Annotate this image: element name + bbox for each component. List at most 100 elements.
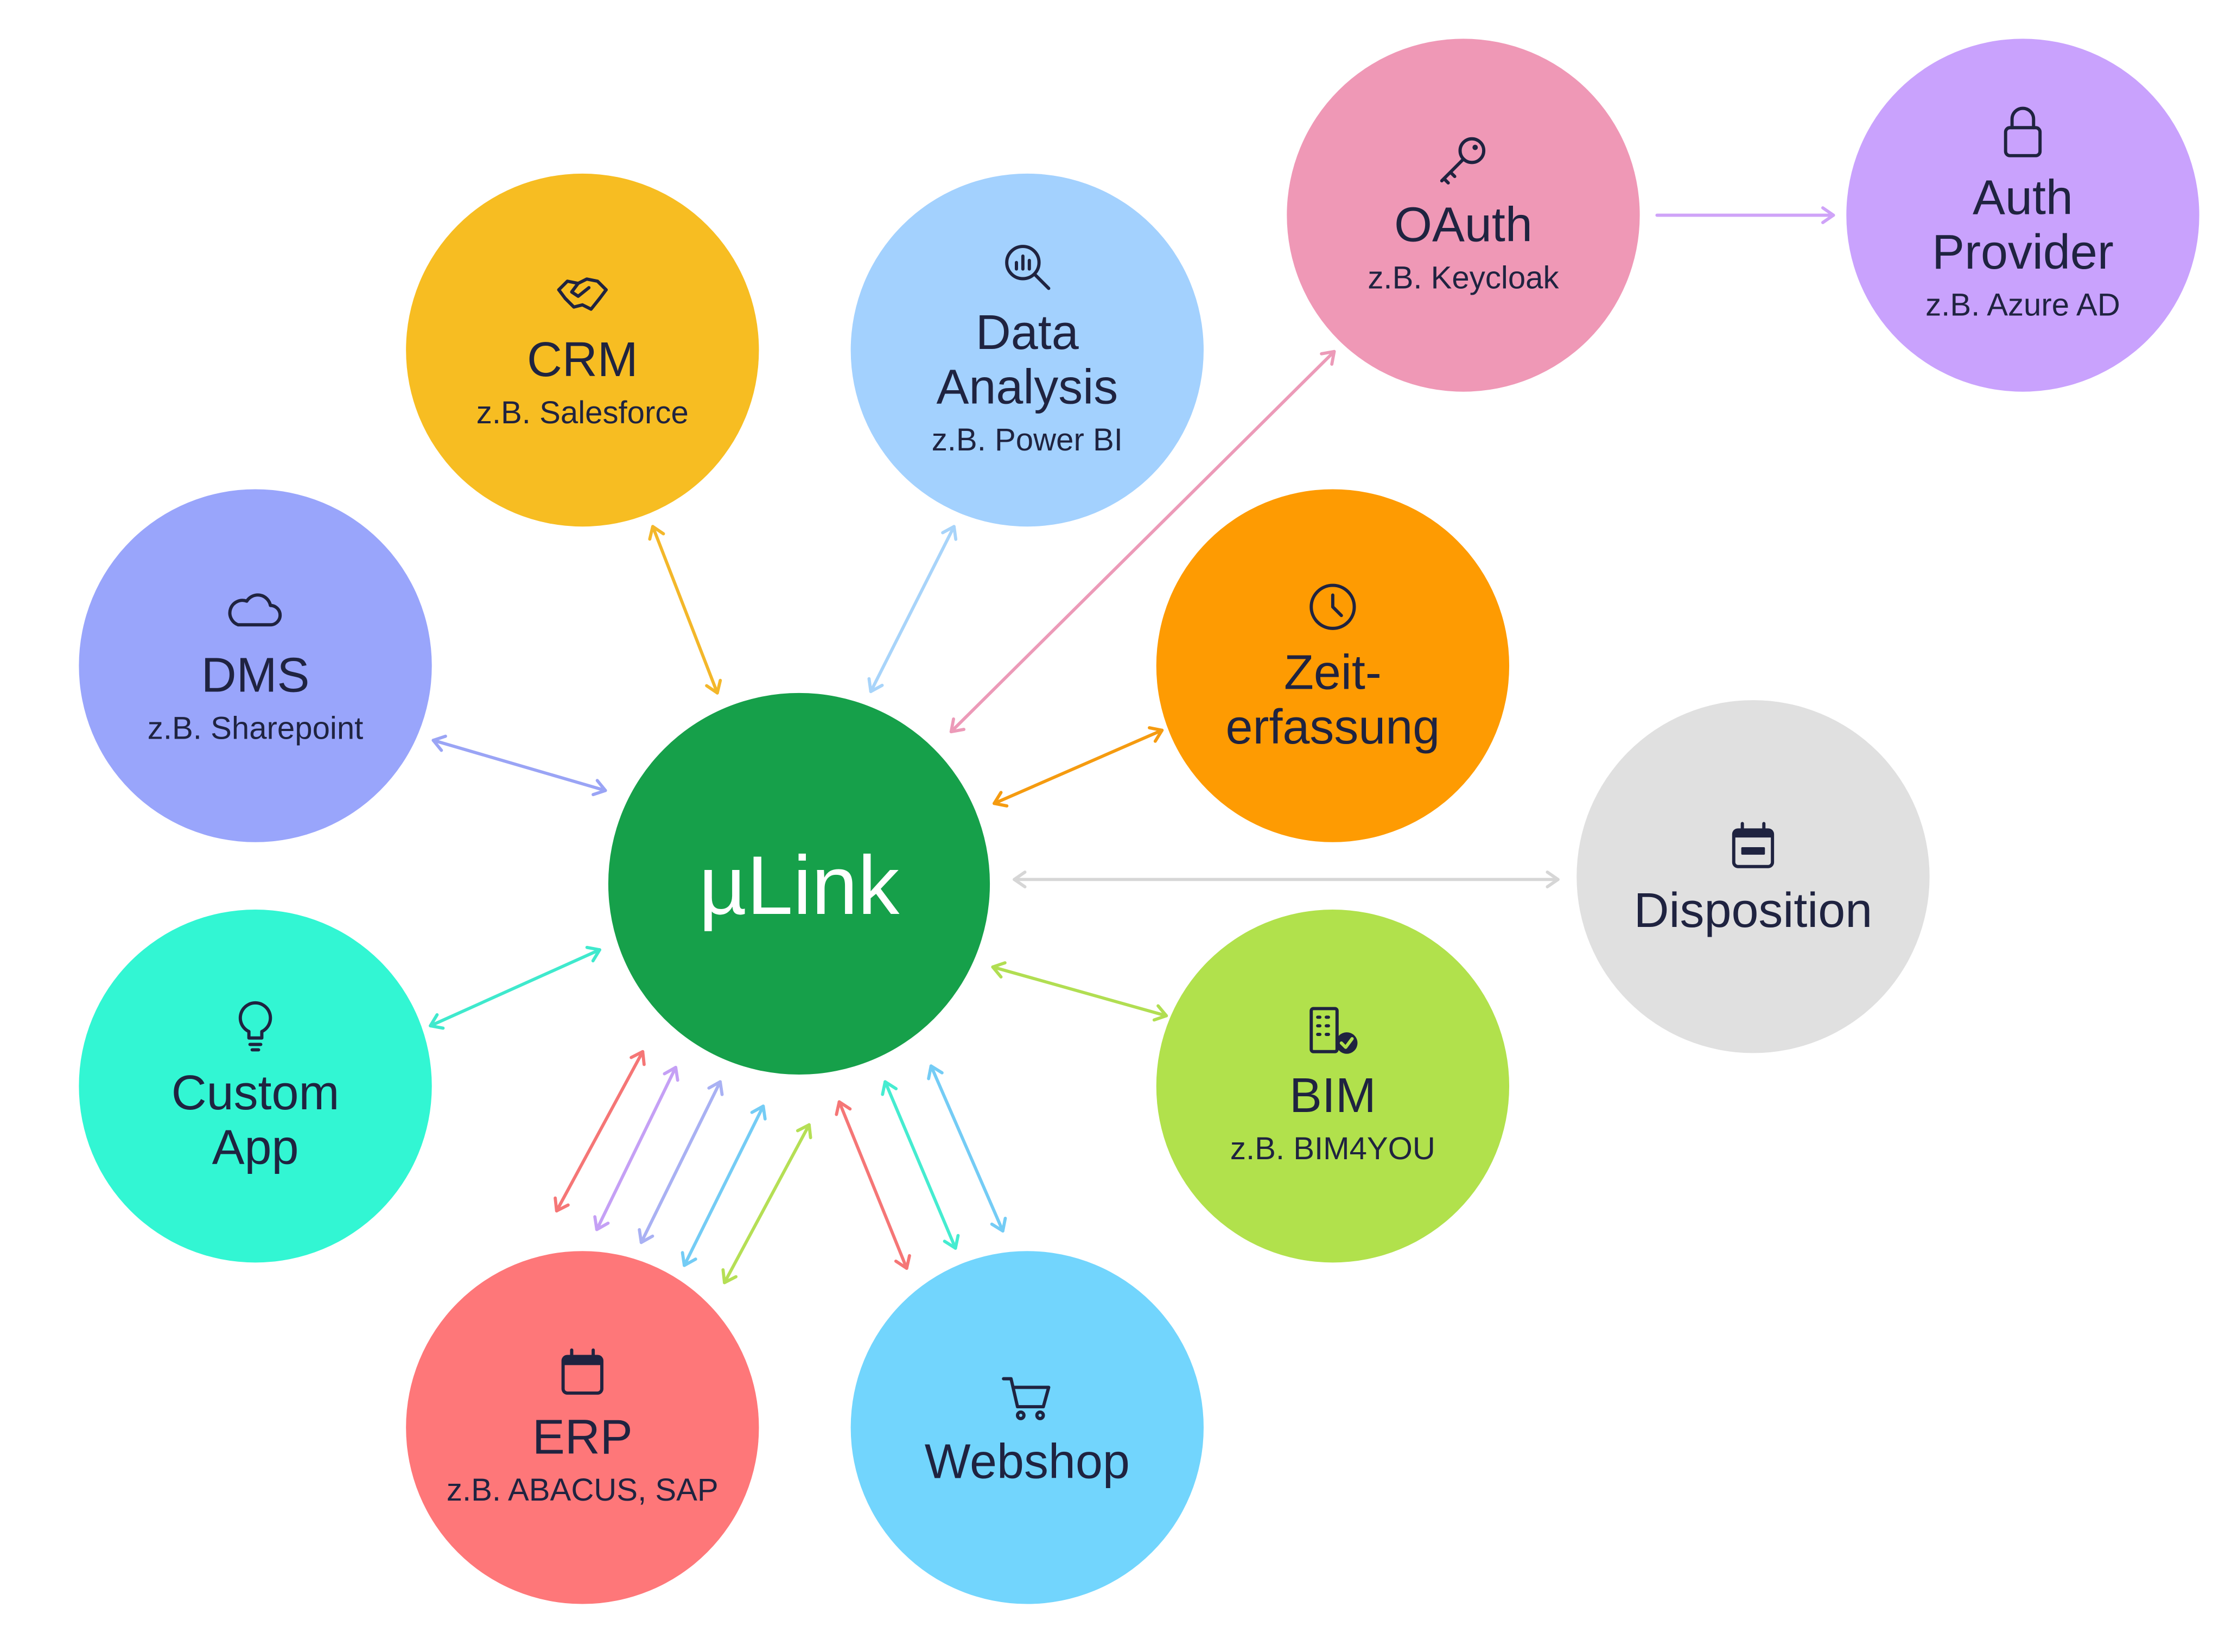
connection-line [869, 525, 956, 694]
node-zeit-title: erfassung [1226, 700, 1440, 754]
node-auth-title: Auth [1973, 170, 2073, 225]
node-disposition: Disposition [1576, 700, 1930, 1053]
arrow-head-end [927, 1064, 944, 1081]
node-custom-circle [79, 910, 432, 1263]
node-webshop-icon-wrap [1002, 1377, 1051, 1420]
node-custom-title: Custom [171, 1066, 340, 1120]
connection-line [639, 1080, 722, 1244]
node-crm-subtitle: z.B. Salesforce [476, 395, 689, 430]
node-oauth-subtitle: z.B. Keycloak [1368, 260, 1559, 295]
connections-layer [429, 206, 1835, 1285]
node-custom-icon-wrap [238, 1001, 272, 1052]
node-dms-title: DMS [201, 649, 310, 703]
node-dms-icon-wrap [228, 593, 282, 627]
node-zeit-circle [1156, 489, 1510, 842]
connection-line [949, 350, 1336, 734]
connection-dms-hub-4 [431, 734, 607, 797]
arrow-head-start [593, 1215, 610, 1231]
calendar-minus-icon [1732, 822, 1775, 868]
node-zeit-title: Zeit- [1284, 645, 1382, 700]
node-dms-subtitle: z.B. Sharepoint [148, 710, 364, 746]
arrow-head-end [796, 1123, 812, 1140]
node-data-subtitle: z.B. Power BI [932, 422, 1123, 458]
calendar-icon [561, 1348, 603, 1395]
arrow-head-end [991, 961, 1007, 979]
node-bim-title: BIM [1289, 1069, 1376, 1123]
arrow-head-end [835, 1100, 852, 1116]
connection-zeit-hub-5 [993, 726, 1164, 808]
connection-custom-hub-7 [429, 945, 601, 1030]
connection-erp-hub-9 [554, 1050, 646, 1213]
node-disposition-title: Disposition [1634, 884, 1873, 938]
node-crm-icon-wrap [557, 277, 608, 311]
node-auth-circle [1846, 39, 2199, 392]
node-webshop-circle [850, 1251, 1204, 1604]
arrow-head-end [707, 1080, 724, 1096]
arrow-head-start [1320, 350, 1336, 366]
node-webshop-title: Webshop [925, 1434, 1130, 1489]
connection-line [429, 948, 601, 1028]
lightbulb-icon [238, 1001, 272, 1052]
hub-circle [608, 692, 990, 1075]
cloud-icon [228, 593, 282, 627]
building-check-icon [1309, 1007, 1358, 1054]
lock-icon [2004, 106, 2042, 157]
connection-line [555, 1050, 645, 1213]
node-erp-title: ERP [532, 1410, 633, 1464]
arrow-head-end [993, 791, 1009, 808]
node-data-icon-wrap [1005, 245, 1051, 290]
connection-line [651, 525, 719, 695]
connection-bim-hub-8 [991, 961, 1168, 1022]
arrow-head-end [705, 678, 722, 695]
node-erp-circle [406, 1251, 759, 1604]
arrow-head-start [1152, 1004, 1168, 1022]
node-erp-subtitle: z.B. ABACUS, SAP [447, 1472, 719, 1508]
arrow-head-end [630, 1050, 646, 1066]
arrow-head-end [867, 677, 884, 694]
arrow-head-start [1546, 871, 1560, 888]
arrow-head-start [941, 525, 958, 541]
arrow-head-start [429, 1013, 445, 1030]
node-crm-circle [406, 173, 759, 527]
connection-erp-hub-12 [681, 1104, 767, 1267]
connection-line [723, 1123, 811, 1285]
arrow-head-start [943, 1234, 960, 1250]
connection-line [991, 965, 1168, 1018]
arrow-head-start [638, 1228, 654, 1244]
node-bim-subtitle: z.B. BIM4YOU [1230, 1131, 1435, 1166]
node-erp-icon-wrap [561, 1348, 603, 1395]
node-bim: BIM z.B. BIM4YOU [1156, 910, 1510, 1263]
node-data-title: Analysis [936, 360, 1118, 414]
clock-icon [1309, 583, 1356, 630]
arrow-head-start [681, 1251, 697, 1267]
arrow-head-end [881, 1080, 898, 1096]
node-dms-circle [79, 489, 432, 842]
connection-erp-hub-10 [593, 1065, 679, 1231]
node-zeit: Zeit-erfassung [1156, 489, 1510, 842]
connection-line [883, 1080, 957, 1250]
node-oauth-icon-wrap [1440, 137, 1486, 185]
node-oauth-circle [1287, 39, 1640, 392]
magnifier-chart-icon [1005, 245, 1051, 290]
connection-disposition-hub-6 [1013, 871, 1560, 888]
connection-line [683, 1104, 765, 1267]
connection-crm-hub-0 [648, 525, 722, 695]
node-auth-icon-wrap [2004, 106, 2042, 157]
connection-erp-hub-11 [638, 1080, 724, 1244]
node-erp: ERP z.B. ABACUS, SAP [406, 1251, 759, 1604]
node-disposition-circle [1576, 700, 1930, 1053]
arrow-head-start [721, 1268, 738, 1285]
connection-line [595, 1065, 678, 1231]
connection-line [431, 739, 607, 792]
node-bim-circle [1156, 910, 1510, 1263]
connection-oauth-hub-2 [949, 350, 1336, 734]
connection-line [929, 1064, 1004, 1233]
node-dms: DMS z.B. Sharepoint [79, 489, 432, 842]
node-webshop: Webshop [850, 1251, 1204, 1604]
